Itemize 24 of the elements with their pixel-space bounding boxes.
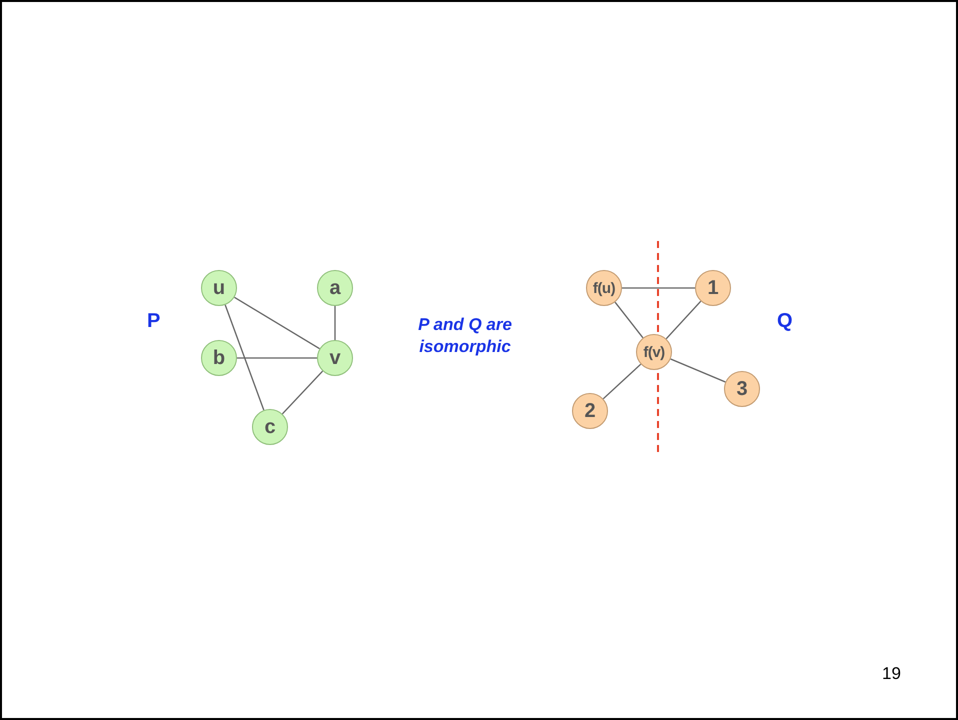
- graph-edge: [282, 370, 324, 414]
- vertex-circle: u: [201, 270, 237, 306]
- graph-name: Q: [777, 310, 793, 333]
- graph-name: P: [147, 310, 160, 333]
- vertex-circle: a: [317, 270, 353, 306]
- vertex-circle: 1: [695, 270, 731, 306]
- graph-edge: [234, 296, 320, 350]
- graph-edge: [334, 306, 336, 340]
- page-number: 19: [882, 664, 901, 684]
- vertex-circle: f(u): [586, 270, 622, 306]
- vertex-circle: c: [252, 409, 288, 445]
- vertex-circle: b: [201, 340, 237, 376]
- graph-edge: [614, 302, 644, 338]
- vertex-circle: v: [317, 340, 353, 376]
- graph-edge: [602, 364, 642, 400]
- graph-edge: [622, 287, 695, 289]
- graph-edge: [670, 358, 726, 383]
- note-text: P and Q are isomorphic: [417, 314, 513, 358]
- vertex-circle: f(v): [636, 334, 672, 370]
- graph-edge: [666, 300, 702, 340]
- vertex-circle: 2: [572, 393, 608, 429]
- vertex-circle: 3: [724, 371, 760, 407]
- graph-edge: [237, 357, 317, 359]
- graph-edge: [224, 304, 264, 410]
